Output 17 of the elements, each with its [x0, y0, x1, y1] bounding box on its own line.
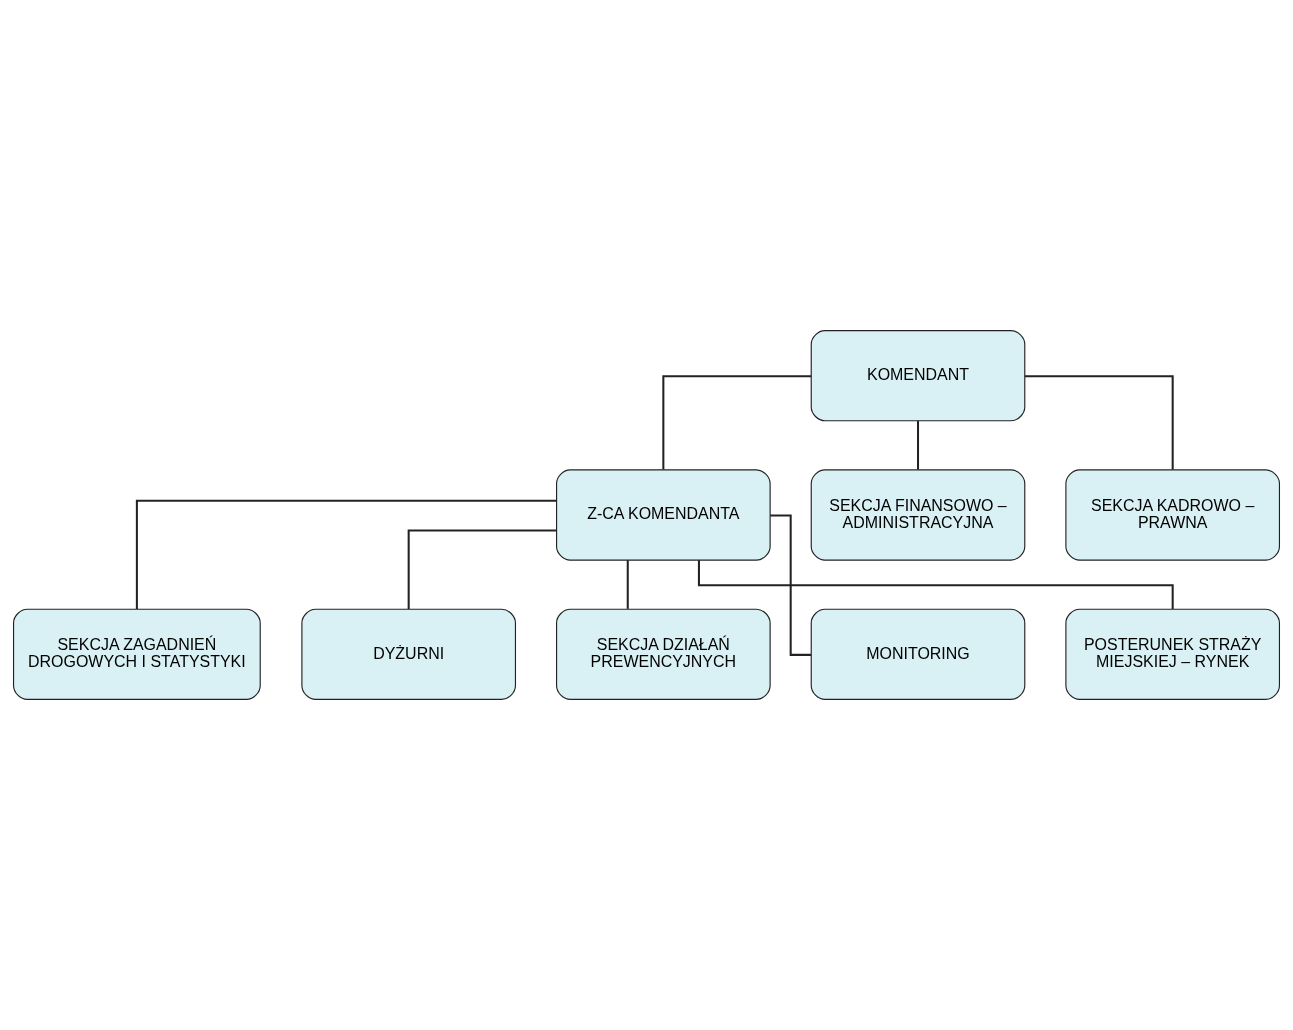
- node-box: SEKCJA ZAGADNIEŃ DROGOWYCH I STATYSTYKI: [13, 608, 261, 700]
- node-box: SEKCJA FINANSOWO – ADMINISTRACYJNA: [810, 469, 1026, 561]
- connector: [697, 560, 1174, 609]
- node-box: SEKCJA DZIAŁAŃ PREWENCYJNYCH: [556, 608, 771, 700]
- connector: [1024, 375, 1174, 470]
- node-box: MONITORING: [810, 608, 1026, 700]
- connector: [770, 514, 812, 656]
- node-box: DYŻURNI: [301, 608, 517, 700]
- node-box: KOMENDANT: [810, 330, 1026, 422]
- connector: [135, 499, 557, 610]
- connector: [407, 529, 557, 609]
- node-box: SEKCJA KADROWO – PRAWNA: [1065, 469, 1280, 561]
- connector: [626, 560, 629, 609]
- connector: [917, 420, 920, 470]
- node-box: Z-CA KOMENDANTA: [556, 469, 771, 561]
- node-box: POSTERUNEK STRAŻY MIEJSKIEJ – RYNEK: [1065, 608, 1280, 700]
- connector: [662, 375, 812, 470]
